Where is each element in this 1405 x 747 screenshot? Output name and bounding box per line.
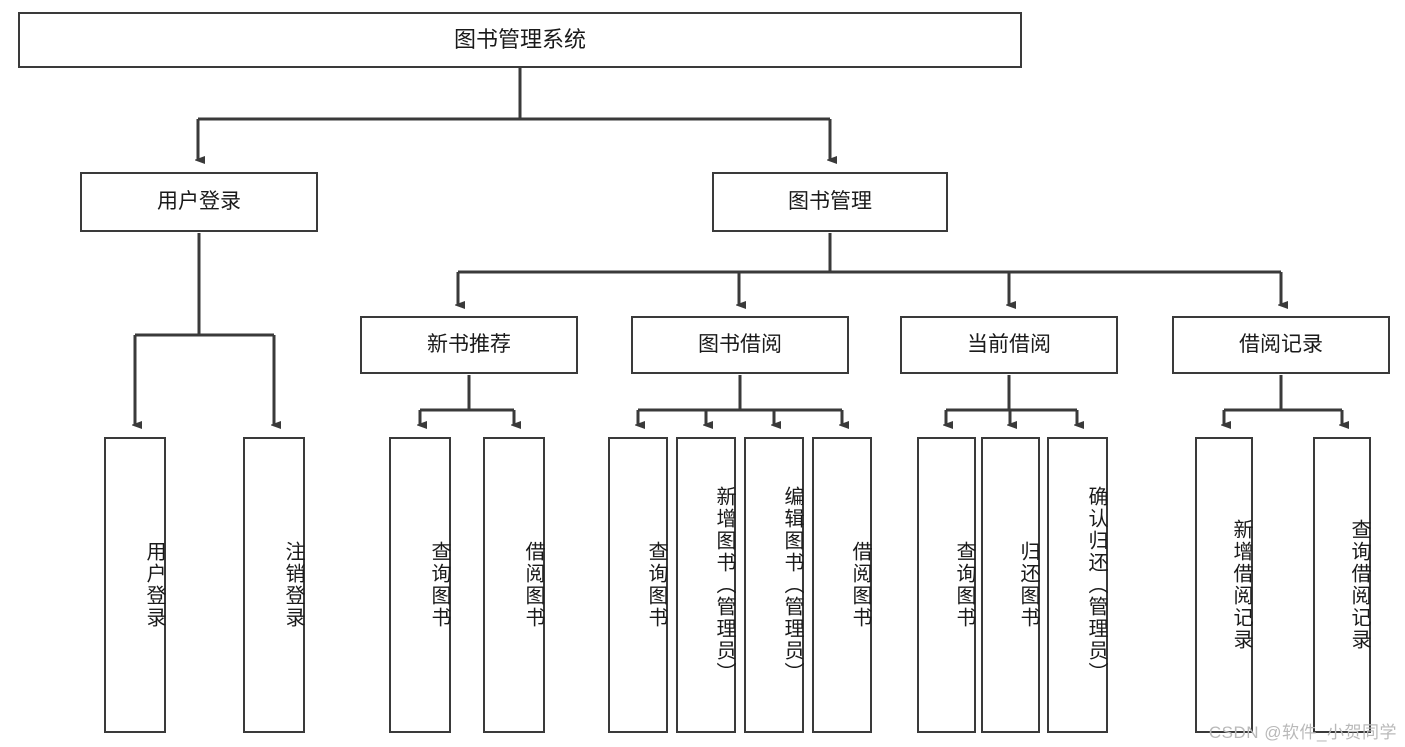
node-label: 查询图书: [428, 541, 450, 629]
node-current-borrow[interactable]: 当前借阅: [900, 316, 1118, 374]
node-label: 确认归还（管理员）: [1085, 486, 1107, 684]
leaf-edit-book-admin[interactable]: 编辑图书（管理员）: [744, 437, 804, 733]
leaf-query-borrow-record[interactable]: 查询借阅记录: [1313, 437, 1371, 733]
node-label: 新增图书（管理员）: [713, 486, 735, 684]
node-label: 归还图书: [1017, 541, 1039, 629]
node-label: 图书管理: [788, 189, 872, 213]
leaf-add-borrow-record[interactable]: 新增借阅记录: [1195, 437, 1253, 733]
node-label: 借阅图书: [849, 541, 871, 629]
leaf-query-book-borrow[interactable]: 查询图书: [608, 437, 668, 733]
node-book-management[interactable]: 图书管理: [712, 172, 948, 232]
leaf-return-book[interactable]: 归还图书: [981, 437, 1040, 733]
node-borrow-record[interactable]: 借阅记录: [1172, 316, 1390, 374]
node-label: 借阅记录: [1239, 332, 1323, 356]
node-label: 用户登录: [143, 541, 165, 629]
leaf-borrow-book-recommend[interactable]: 借阅图书: [483, 437, 545, 733]
leaf-borrow-book[interactable]: 借阅图书: [812, 437, 872, 733]
leaf-add-book-admin[interactable]: 新增图书（管理员）: [676, 437, 736, 733]
node-new-book-recommend[interactable]: 新书推荐: [360, 316, 578, 374]
leaf-user-login[interactable]: 用户登录: [104, 437, 166, 733]
node-label: 图书借阅: [698, 332, 782, 356]
leaf-query-book-recommend[interactable]: 查询图书: [389, 437, 451, 733]
node-label: 查询图书: [953, 541, 975, 629]
node-label: 用户登录: [157, 189, 241, 213]
node-label: 查询借阅记录: [1348, 519, 1370, 651]
node-book-borrow[interactable]: 图书借阅: [631, 316, 849, 374]
node-label: 图书管理系统: [453, 27, 586, 53]
node-user-login[interactable]: 用户登录: [80, 172, 318, 232]
node-label: 新增借阅记录: [1230, 519, 1252, 651]
node-root-system[interactable]: 图书管理系统: [18, 12, 1022, 68]
node-label: 当前借阅: [967, 332, 1051, 356]
node-label: 编辑图书（管理员）: [781, 486, 803, 684]
leaf-query-book-current[interactable]: 查询图书: [917, 437, 976, 733]
csdn-watermark: CSDN @软件_小贺同学: [1208, 723, 1397, 742]
leaf-confirm-return-admin[interactable]: 确认归还（管理员）: [1047, 437, 1108, 733]
node-label: 借阅图书: [522, 541, 544, 629]
node-label: 注销登录: [282, 541, 304, 629]
node-label: 查询图书: [645, 541, 667, 629]
node-label: 新书推荐: [427, 332, 511, 356]
leaf-logout[interactable]: 注销登录: [243, 437, 305, 733]
